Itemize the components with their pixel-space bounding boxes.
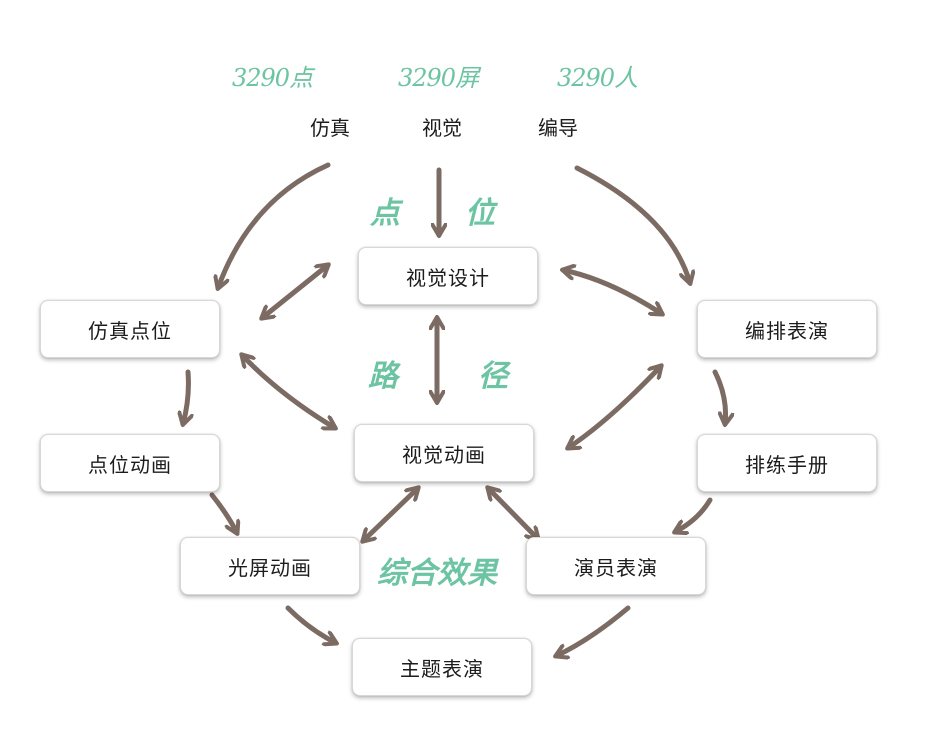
arrow-sim-to-simpoints [218,162,331,288]
wei-annotation: 位 [465,196,495,231]
arrow-choreoperf-to-rehearsal [712,369,726,424]
node-visual-design[interactable]: 视觉设计 [358,247,538,305]
node-actor-perf[interactable]: 演员表演 [526,537,706,595]
arrow-actorperf-to-theme [556,605,631,656]
node-rehearsal-manual[interactable]: 排练手册 [697,434,877,492]
arrow-visualanim-screenanim [363,488,418,541]
count-visual-annotation: 3290屏 [398,64,479,92]
node-choreo-perf[interactable]: 编排表演 [697,300,877,358]
arrow-rehearsal-to-actorperf [675,497,713,532]
arrow-design-simpoints [262,265,328,318]
lu-annotation: 路 [368,359,398,394]
arrow-choreoperf-visualanim [568,366,661,448]
combined-effect-annotation: 综合效果 [377,556,497,591]
arrow-choreo-to-choreoperf [574,165,690,283]
arrow-design-choreoperf [563,270,662,314]
node-visual-anim[interactable]: 视觉动画 [354,424,534,482]
arrow-simpoints-to-pointanim [183,369,188,424]
dian-annotation: 点 [370,196,400,231]
source-sim: 仿真 [310,116,350,140]
source-choreo: 编导 [538,116,578,140]
node-screen-anim[interactable]: 光屏动画 [180,537,360,595]
jing-annotation: 径 [478,359,508,394]
source-visual: 视觉 [422,116,462,140]
arrow-simpoints-visualanim [242,355,335,428]
arrow-visualanim-actorperf [488,488,538,539]
arrow-screenanim-to-theme [285,605,336,643]
node-sim-points[interactable]: 仿真点位 [40,300,220,358]
count-sim-annotation: 3290点 [232,64,313,92]
arrow-pointanim-to-screenanim [209,492,237,533]
count-choreo-annotation: 3290人 [557,64,638,92]
node-theme-perf[interactable]: 主题表演 [352,638,532,696]
node-point-anim[interactable]: 点位动画 [40,434,220,492]
